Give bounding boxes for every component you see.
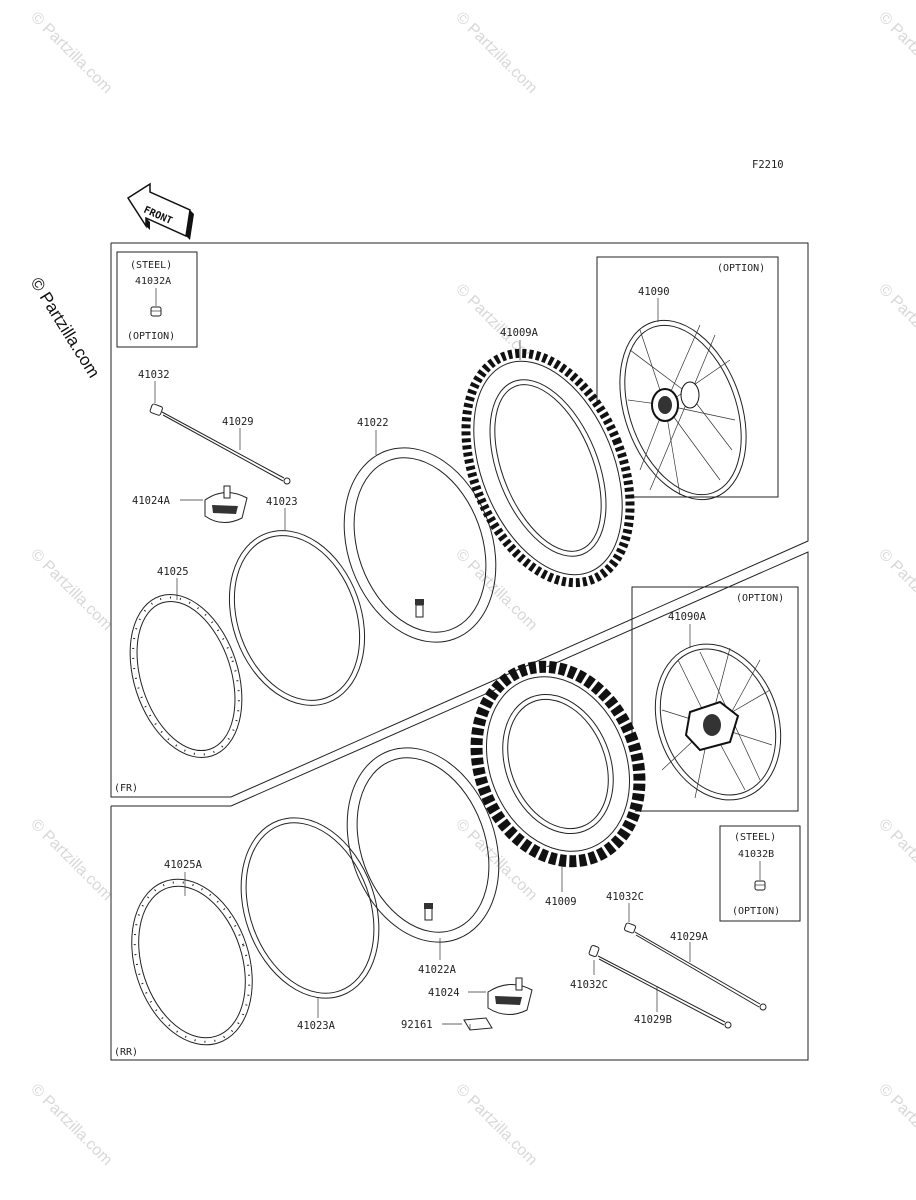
- rear-inner-tube: [346, 747, 500, 943]
- rear-rim-lock: [487, 977, 533, 1015]
- section-rear-label: (RR): [114, 1047, 138, 1058]
- label-41090: 41090: [638, 286, 670, 298]
- front-spoke-nipple: [149, 403, 291, 485]
- watermarks: © Partzilla.com © Partzilla.com © Partzi…: [27, 9, 916, 1169]
- inset-option-rear: (OPTION): [631, 586, 799, 812]
- watermark-5: © Partzilla.com: [875, 281, 916, 369]
- watermark-3: © Partzilla.com: [875, 9, 916, 97]
- option-front-label: (OPTION): [717, 263, 765, 274]
- option-rear-label: (OPTION): [736, 593, 784, 604]
- figure-code: F2210: [752, 159, 784, 171]
- rear-spoke-a: [623, 922, 767, 1011]
- label-41009: 41009: [545, 896, 577, 908]
- label-92161: 92161: [401, 1019, 433, 1031]
- label-41025A: 41025A: [164, 859, 203, 871]
- front-option-wheel: [619, 319, 747, 501]
- label-41022: 41022: [357, 417, 389, 429]
- section-front-label: (FR): [114, 783, 138, 794]
- side-watermark: © Partzilla.com: [27, 274, 104, 381]
- rear-tire: [470, 660, 646, 868]
- inset-steel-rear-part: 41032B: [738, 849, 774, 860]
- inset-steel-rear-note: (OPTION): [732, 906, 780, 917]
- front-rim-lock: [204, 485, 248, 523]
- watermark-6: © Partzilla.com: [27, 546, 115, 634]
- rear-rim: [131, 878, 253, 1046]
- front-tire: [461, 348, 635, 588]
- label-41090A: 41090A: [668, 611, 707, 623]
- label-41029B: 41029B: [634, 1014, 672, 1026]
- inset-steel-front-part: 41032A: [135, 276, 171, 287]
- front-rim: [129, 594, 243, 758]
- rear-spoke-b: [588, 944, 732, 1029]
- front-inner-tube: [343, 447, 497, 643]
- front-arrow-icon: FRONT: [126, 182, 194, 240]
- label-41032C-bottom: 41032C: [570, 979, 608, 991]
- rear-option-wheel: [654, 643, 782, 801]
- watermark-2: © Partzilla.com: [452, 9, 540, 97]
- label-41024A: 41024A: [132, 495, 171, 507]
- label-41023A: 41023A: [297, 1020, 336, 1032]
- label-41009A: 41009A: [500, 327, 539, 339]
- watermark-13: © Partzilla.com: [452, 1081, 540, 1169]
- label-41032C-top: 41032C: [606, 891, 644, 903]
- inset-steel-front: (STEEL) 41032A (OPTION): [116, 251, 198, 348]
- rear-rim-band: [240, 817, 380, 999]
- front-rim-band: [228, 530, 366, 706]
- watermark-12: © Partzilla.com: [27, 1081, 115, 1169]
- watermark-11: © Partzilla.com: [875, 816, 916, 904]
- watermark-8: © Partzilla.com: [875, 546, 916, 634]
- rear-section-frame: [110, 551, 809, 1061]
- rear-rubber-pad: [463, 1017, 493, 1031]
- watermark-9: © Partzilla.com: [27, 816, 115, 904]
- inset-steel-rear-title: (STEEL): [734, 832, 776, 843]
- label-41024: 41024: [428, 987, 460, 999]
- inset-steel-front-note: (OPTION): [127, 331, 175, 342]
- inset-steel-rear: (STEEL) 41032B (OPTION): [719, 825, 801, 922]
- label-41029: 41029: [222, 416, 254, 428]
- label-41023: 41023: [266, 496, 298, 508]
- label-41025: 41025: [157, 566, 189, 578]
- watermark-1: © Partzilla.com: [27, 9, 115, 97]
- label-41032: 41032: [138, 369, 170, 381]
- label-41022A: 41022A: [418, 964, 457, 976]
- watermark-14: © Partzilla.com: [875, 1081, 916, 1169]
- inset-steel-front-title: (STEEL): [130, 260, 172, 271]
- label-41029A: 41029A: [670, 931, 709, 943]
